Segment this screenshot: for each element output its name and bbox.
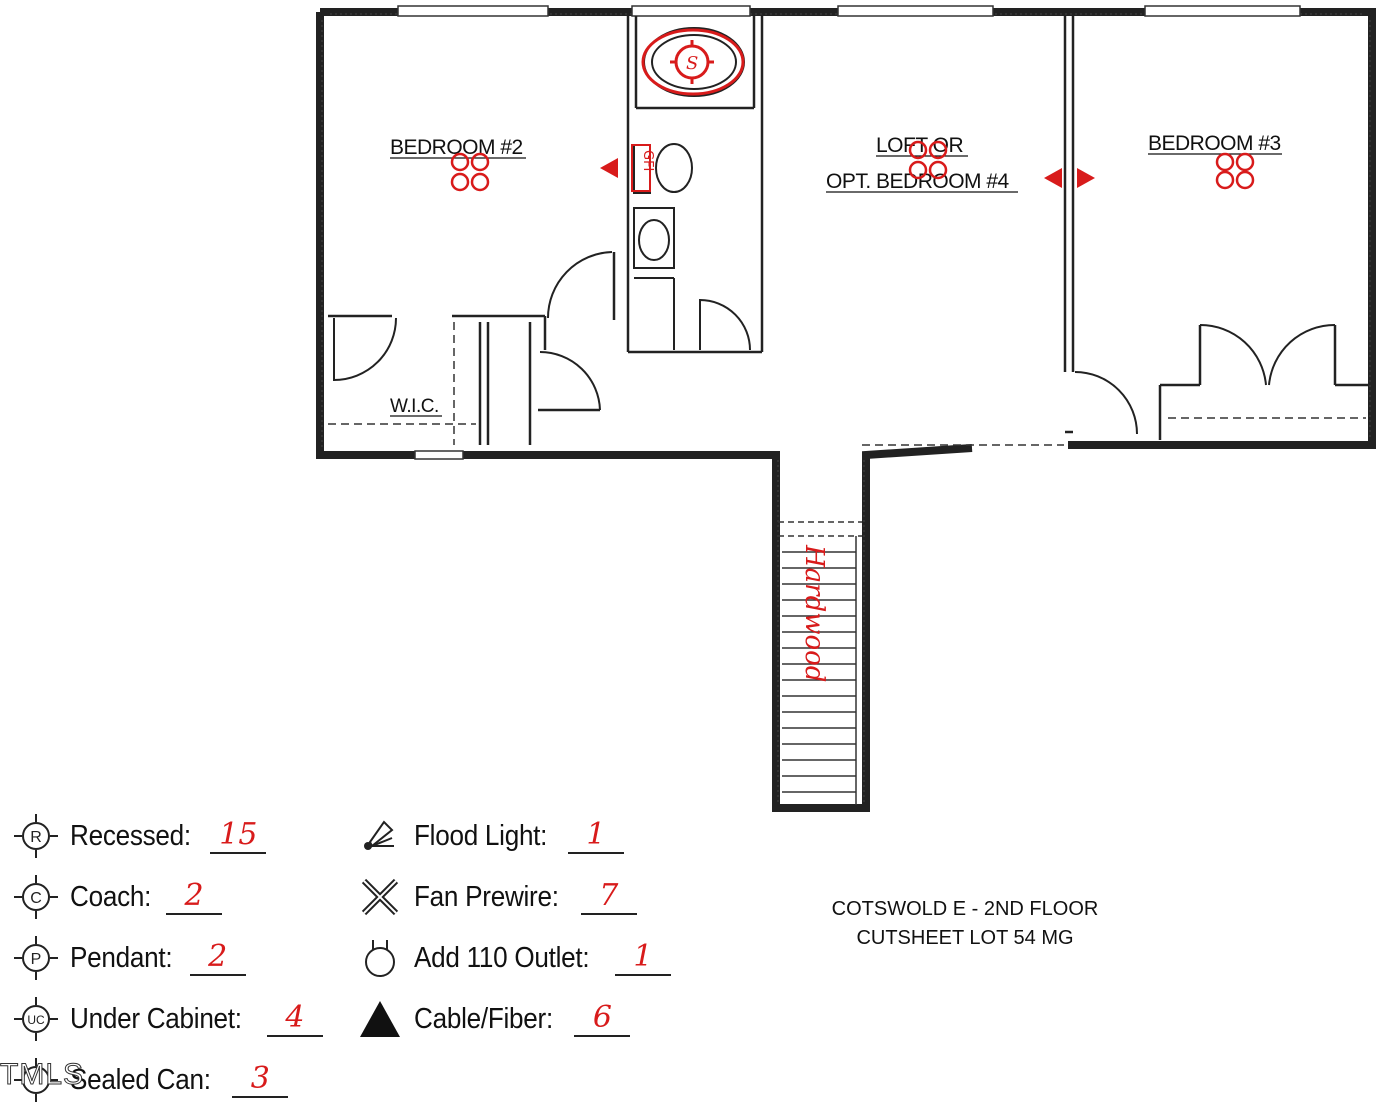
outlet-icon	[358, 936, 402, 980]
fixture-legend: R Recessed: 15 C Coach: 2 P Pendant: 2 U…	[0, 800, 760, 1108]
under-cabinet-UC-icon: UC	[14, 997, 58, 1041]
legend-row-fan-prewire: Fan Prewire: 7	[358, 875, 637, 919]
legend-value-flood-light: 1	[567, 818, 624, 854]
plan-caption: COTSWOLD E - 2ND FLOOR CUTSHEET LOT 54 M…	[790, 895, 1140, 953]
legend-label-cable-fiber: Cable/Fiber:	[414, 1002, 553, 1035]
legend-value-sealed-can: 3	[232, 1062, 289, 1098]
cable-triangle-markups	[600, 158, 1095, 188]
legend-label-coach: Coach:	[70, 880, 152, 913]
legend-label-fan-prewire: Fan Prewire:	[414, 880, 559, 913]
legend-row-recessed: R Recessed: 15	[14, 814, 267, 858]
cable-fiber-triangle-icon	[358, 997, 402, 1041]
door-swings	[333, 251, 1336, 435]
room-label-loft-line2: OPT. BEDROOM #4	[826, 170, 1010, 193]
svg-text:C: C	[30, 890, 42, 907]
windows	[397, 5, 1301, 460]
recessed-R-icon: R	[14, 814, 58, 858]
legend-label-flood-light: Flood Light:	[414, 819, 548, 852]
svg-text:R: R	[30, 829, 42, 846]
caption-line1: COTSWOLD E - 2ND FLOOR	[831, 898, 1099, 920]
sealed-can-icon	[14, 1058, 58, 1102]
legend-label-under-cabinet: Under Cabinet:	[70, 1002, 242, 1035]
smoke-detector-letter: S	[686, 53, 698, 74]
interior-walls	[328, 16, 1368, 445]
legend-value-coach: 2	[166, 879, 223, 915]
legend-value-recessed: 15	[210, 818, 267, 854]
legend-label-pendant: Pendant:	[70, 941, 173, 974]
legend-value-fan-prewire: 7	[580, 879, 637, 915]
stairs	[778, 521, 862, 805]
legend-row-flood-light: Flood Light: 1	[358, 814, 624, 858]
room-label-bedroom2: BEDROOM #2	[390, 136, 523, 159]
svg-text:UC: UC	[27, 1013, 45, 1027]
svg-text:P: P	[31, 951, 42, 968]
fan-prewire-x-icon	[358, 875, 402, 919]
mls-watermark: TMLS	[0, 1058, 85, 1092]
legend-row-coach: C Coach: 2	[14, 875, 223, 919]
gfi-note-markup	[631, 144, 651, 192]
stair-hardwood-note: Hardwood	[799, 544, 829, 682]
legend-value-pendant: 2	[189, 940, 246, 976]
smoke-detector-markup-icon: S	[641, 28, 745, 96]
legend-label-outlet: Add 110 Outlet:	[414, 941, 590, 974]
legend-row-cable-fiber: Cable/Fiber: 6	[358, 997, 631, 1041]
legend-label-recessed: Recessed:	[70, 819, 191, 852]
shelf-lines	[328, 322, 1366, 446]
room-label-loft-line1: LOFT OR	[876, 134, 963, 157]
legend-row-outlet: Add 110 Outlet: 1	[358, 936, 671, 980]
coach-C-icon: C	[14, 875, 58, 919]
legend-row-sealed-can: Sealed Can: 3	[14, 1058, 289, 1102]
caption-line2: CUTSHEET LOT 54 MG	[856, 927, 1074, 949]
wall-hatching	[321, 13, 1371, 805]
legend-label-sealed-can: Sealed Can:	[70, 1063, 211, 1096]
pendant-P-icon: P	[14, 936, 58, 980]
legend-row-under-cabinet: UC Under Cabinet: 4	[14, 997, 323, 1041]
gfi-note-text: GFI	[640, 150, 655, 171]
legend-value-outlet: 1	[614, 940, 671, 976]
fan-markup-loft-icon	[908, 140, 948, 180]
flood-light-icon	[358, 814, 402, 858]
room-label-bedroom3: BEDROOM #3	[1148, 132, 1281, 155]
bath-fixtures	[633, 27, 745, 350]
legend-value-under-cabinet: 4	[266, 1001, 323, 1037]
legend-row-pendant: P Pendant: 2	[14, 936, 246, 980]
room-label-wic: W.I.C.	[390, 396, 439, 417]
legend-value-cable-fiber: 6	[574, 1001, 631, 1037]
fan-markup-bedroom2-icon	[450, 152, 490, 192]
fan-markup-bedroom3-icon	[1215, 152, 1255, 190]
